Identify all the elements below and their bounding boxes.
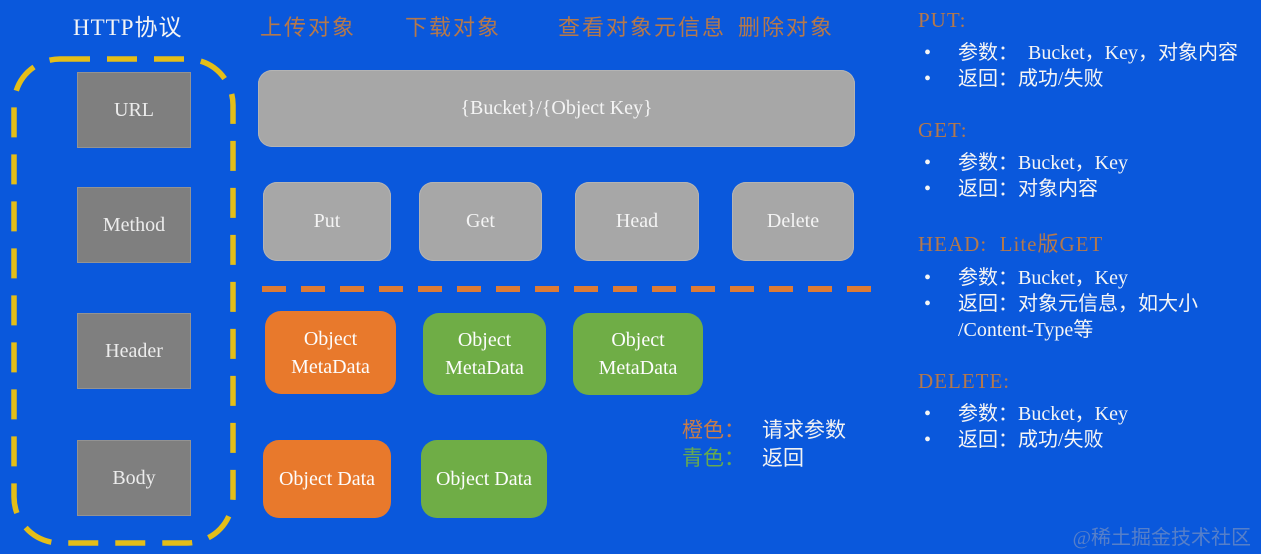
legend-item-orange: 橙色： 请求参数 — [682, 416, 846, 444]
view-object-metadata-label: 查看对象元信息 — [558, 15, 727, 40]
api-note-delete: DELETE: 参数：Bucket，Key 返回：成功/失败 — [918, 369, 1254, 453]
legend: 橙色： 请求参数 青色： 返回 — [682, 416, 846, 472]
bucket-object-key-box: {Bucket}/{Object Key} — [258, 70, 855, 147]
get-returns: 返回：对象内容 — [918, 176, 1254, 202]
put-heading: PUT: — [918, 8, 967, 32]
object-data-box-response: Object Data — [421, 440, 547, 518]
head-params: 参数：Bucket，Key — [918, 265, 1254, 291]
legend-orange-meaning: 请求参数 — [762, 418, 846, 442]
download-object-label: 下载对象 — [405, 15, 502, 40]
upload-object-label: 上传对象 — [260, 15, 357, 40]
delete-returns: 返回：成功/失败 — [918, 427, 1254, 453]
head-returns: 返回：对象元信息，如大小 /Content-Type等 — [918, 291, 1254, 343]
object-metadata-box-request: Object MetaData — [265, 311, 396, 394]
head-box: Head — [575, 182, 699, 261]
request-response-divider — [262, 286, 876, 292]
object-metadata-box-response-get: Object MetaData — [423, 313, 546, 395]
put-returns: 返回：成功/失败 — [918, 66, 1254, 92]
api-note-get: GET: 参数：Bucket，Key 返回：对象内容 — [918, 118, 1254, 202]
api-note-put: PUT: 参数： Bucket，Key，对象内容 返回：成功/失败 — [918, 8, 1254, 92]
delete-heading: DELETE: — [918, 369, 1011, 393]
api-note-head: HEAD: Lite版GET 参数：Bucket，Key 返回：对象元信息，如大… — [918, 228, 1254, 343]
legend-green-label: 青色： — [682, 446, 745, 470]
get-box: Get — [419, 182, 542, 261]
method-box: Method — [77, 187, 191, 263]
http-protocol-title: HTTP协议 — [73, 15, 183, 40]
object-data-box-request: Object Data — [263, 440, 391, 518]
get-heading: GET: — [918, 118, 968, 142]
get-params: 参数：Bucket，Key — [918, 150, 1254, 176]
head-heading: HEAD: Lite版GET — [918, 232, 1104, 256]
legend-item-green: 青色： 返回 — [682, 444, 846, 472]
delete-box: Delete — [732, 182, 854, 261]
put-params: 参数： Bucket，Key，对象内容 — [918, 40, 1254, 66]
delete-params: 参数：Bucket，Key — [918, 401, 1254, 427]
juejin-watermark: @稀土掘金技术社区 — [1072, 527, 1251, 549]
object-metadata-box-response-head: Object MetaData — [573, 313, 703, 395]
header-box: Header — [77, 313, 191, 389]
put-box: Put — [263, 182, 391, 261]
legend-green-meaning: 返回 — [762, 446, 804, 470]
legend-orange-label: 橙色： — [682, 418, 745, 442]
api-notes: PUT: 参数： Bucket，Key，对象内容 返回：成功/失败 GET: 参… — [918, 8, 1254, 479]
body-box: Body — [77, 440, 191, 516]
url-box: URL — [77, 72, 191, 148]
delete-object-label: 删除对象 — [738, 15, 835, 40]
